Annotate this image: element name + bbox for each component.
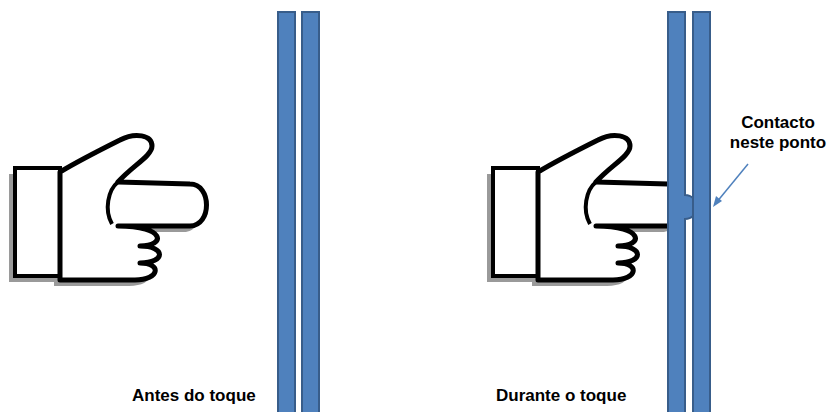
hand-icon	[487, 135, 685, 286]
leader-line	[716, 164, 748, 203]
touch-layer	[278, 12, 295, 412]
caption-label: Durante o toque	[496, 386, 666, 406]
caption-label: Antes do toque	[132, 386, 272, 406]
touch-layer	[302, 12, 319, 412]
hand-icon	[9, 135, 207, 286]
touch-layer	[693, 12, 710, 412]
leader-arrowhead	[713, 196, 722, 207]
callout-label: Contacto neste ponto	[721, 113, 835, 153]
